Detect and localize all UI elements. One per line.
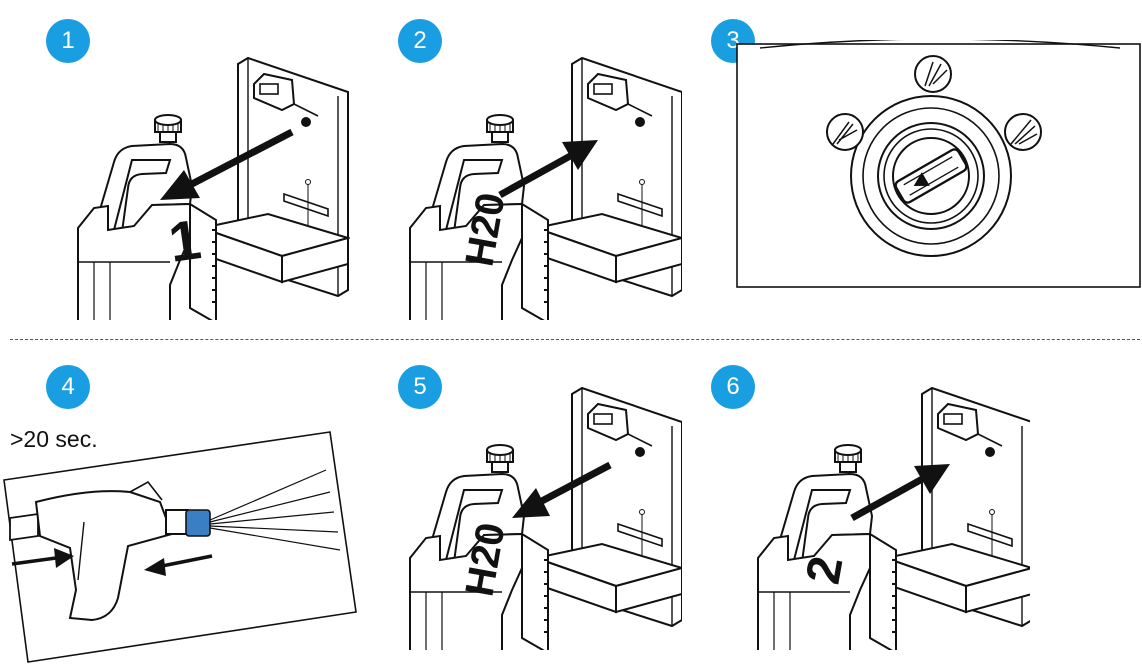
arrow-icon — [850, 464, 950, 522]
bracket-holder-icon — [535, 57, 682, 297]
step-badge-5: 5 — [398, 365, 442, 409]
bracket-holder-icon — [535, 387, 682, 627]
spray-nozzle-icon — [185, 509, 211, 537]
step-6-illustration: 2 — [757, 387, 1030, 650]
step-1-illustration: 1 — [77, 57, 349, 320]
step-badge-4: 4 — [46, 365, 90, 409]
bracket-holder-icon — [885, 387, 1030, 627]
spray-cone — [209, 469, 341, 551]
step-badge-6: 6 — [711, 365, 755, 409]
bracket-holder-icon — [201, 57, 349, 297]
step-badge-1: 1 — [46, 19, 90, 63]
detail-frame — [3, 431, 357, 663]
step-badge-2: 2 — [398, 19, 442, 63]
section-divider — [10, 339, 1140, 340]
arrow-icon — [498, 140, 598, 199]
spray-gun-icon — [9, 480, 189, 622]
canister-icon — [757, 444, 897, 650]
arrow-icon — [512, 461, 612, 518]
arrow-icon — [160, 128, 294, 200]
step-5-illustration: H20 — [409, 387, 682, 650]
step-4-illustration — [3, 431, 357, 663]
rotary-valve-icon — [850, 95, 1012, 257]
step-2-illustration: H20 — [409, 57, 682, 320]
step-3-illustration — [736, 40, 1141, 288]
spray-nozzle-icon — [826, 55, 1042, 151]
arrow-icon — [11, 548, 213, 576]
duration-label: >20 sec. — [10, 426, 98, 452]
